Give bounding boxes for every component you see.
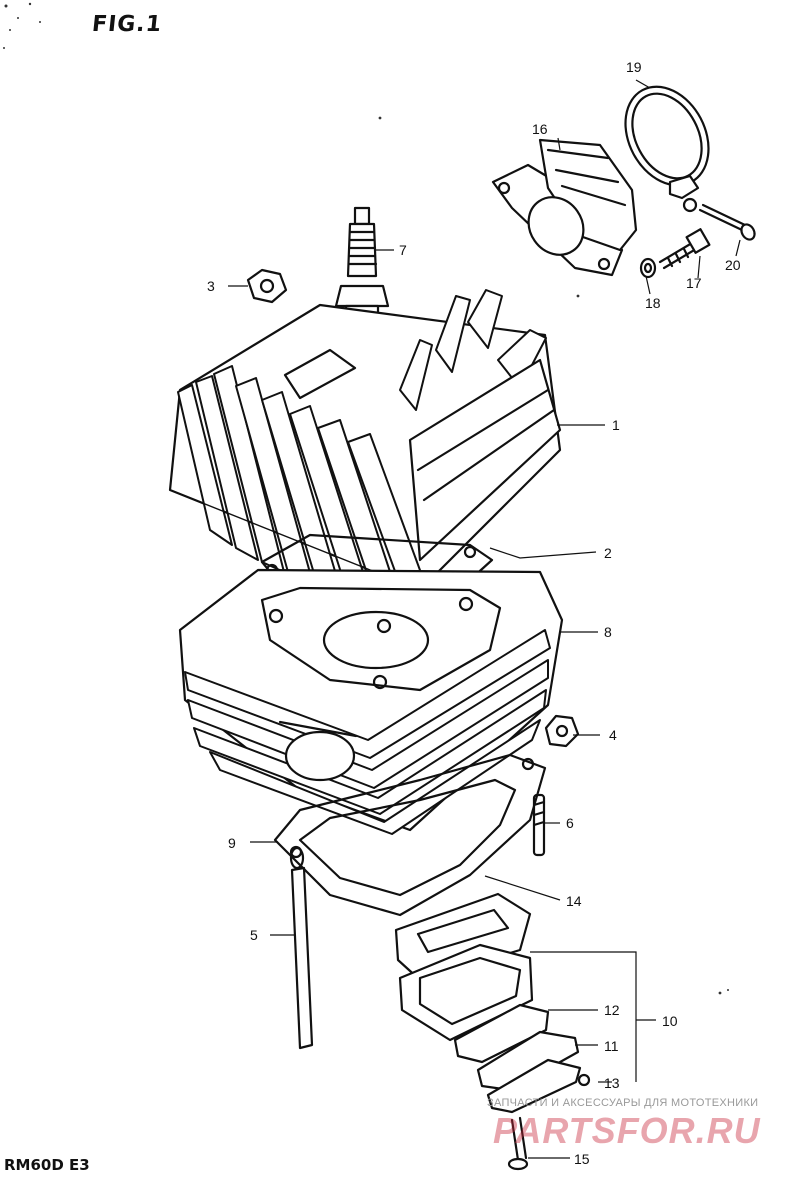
washer-18-part bbox=[639, 257, 657, 279]
screw-15-part bbox=[507, 1116, 529, 1171]
callout-1: 1 bbox=[612, 417, 620, 433]
stud-6-part bbox=[532, 793, 546, 857]
nut-4-part bbox=[544, 714, 580, 748]
callout-18: 18 bbox=[645, 295, 661, 311]
callout-16: 16 bbox=[532, 121, 548, 137]
callout-13: 13 bbox=[604, 1075, 620, 1091]
callout-labels: 1 2 3 4 5 6 7 8 9 10 11 12 13 14 15 16 1… bbox=[207, 59, 741, 1167]
callout-15: 15 bbox=[574, 1151, 590, 1167]
callout-3: 3 bbox=[207, 278, 215, 294]
callout-5: 5 bbox=[250, 927, 258, 943]
callout-8: 8 bbox=[604, 624, 612, 640]
callout-12: 12 bbox=[604, 1002, 620, 1018]
callout-19: 19 bbox=[626, 59, 642, 75]
callout-4: 4 bbox=[609, 727, 617, 743]
watermark-brand: PARTSFOR.RU bbox=[493, 1110, 761, 1151]
intake-pipe-part bbox=[491, 138, 638, 277]
screw-20-part bbox=[698, 203, 756, 241]
callout-11: 11 bbox=[604, 1038, 619, 1054]
reed-valve-parts bbox=[394, 892, 591, 1114]
bolt-17-part bbox=[658, 228, 711, 270]
callout-7: 7 bbox=[399, 242, 407, 258]
callout-17: 17 bbox=[686, 275, 702, 291]
callout-6: 6 bbox=[566, 815, 574, 831]
cylinder-head-part bbox=[168, 289, 562, 597]
cylinder-part bbox=[178, 568, 564, 835]
cylinder-gasket-part bbox=[273, 753, 547, 917]
callout-14: 14 bbox=[566, 893, 582, 909]
callout-9: 9 bbox=[228, 835, 236, 851]
model-code: RM60D E3 bbox=[4, 1156, 90, 1174]
leader-lines bbox=[228, 79, 741, 1159]
stud-5-part bbox=[289, 846, 314, 1050]
clamp-part bbox=[624, 85, 710, 213]
watermark-tagline: ЗАПЧАСТИ И АКСЕССУАРЫ ДЛЯ МОТОТЕХНИКИ bbox=[487, 1097, 759, 1109]
callout-10: 10 bbox=[662, 1013, 678, 1029]
callout-20: 20 bbox=[725, 257, 741, 273]
scan-noise bbox=[3, 2, 729, 995]
nut-3-part bbox=[246, 268, 288, 304]
callout-2: 2 bbox=[604, 545, 612, 561]
